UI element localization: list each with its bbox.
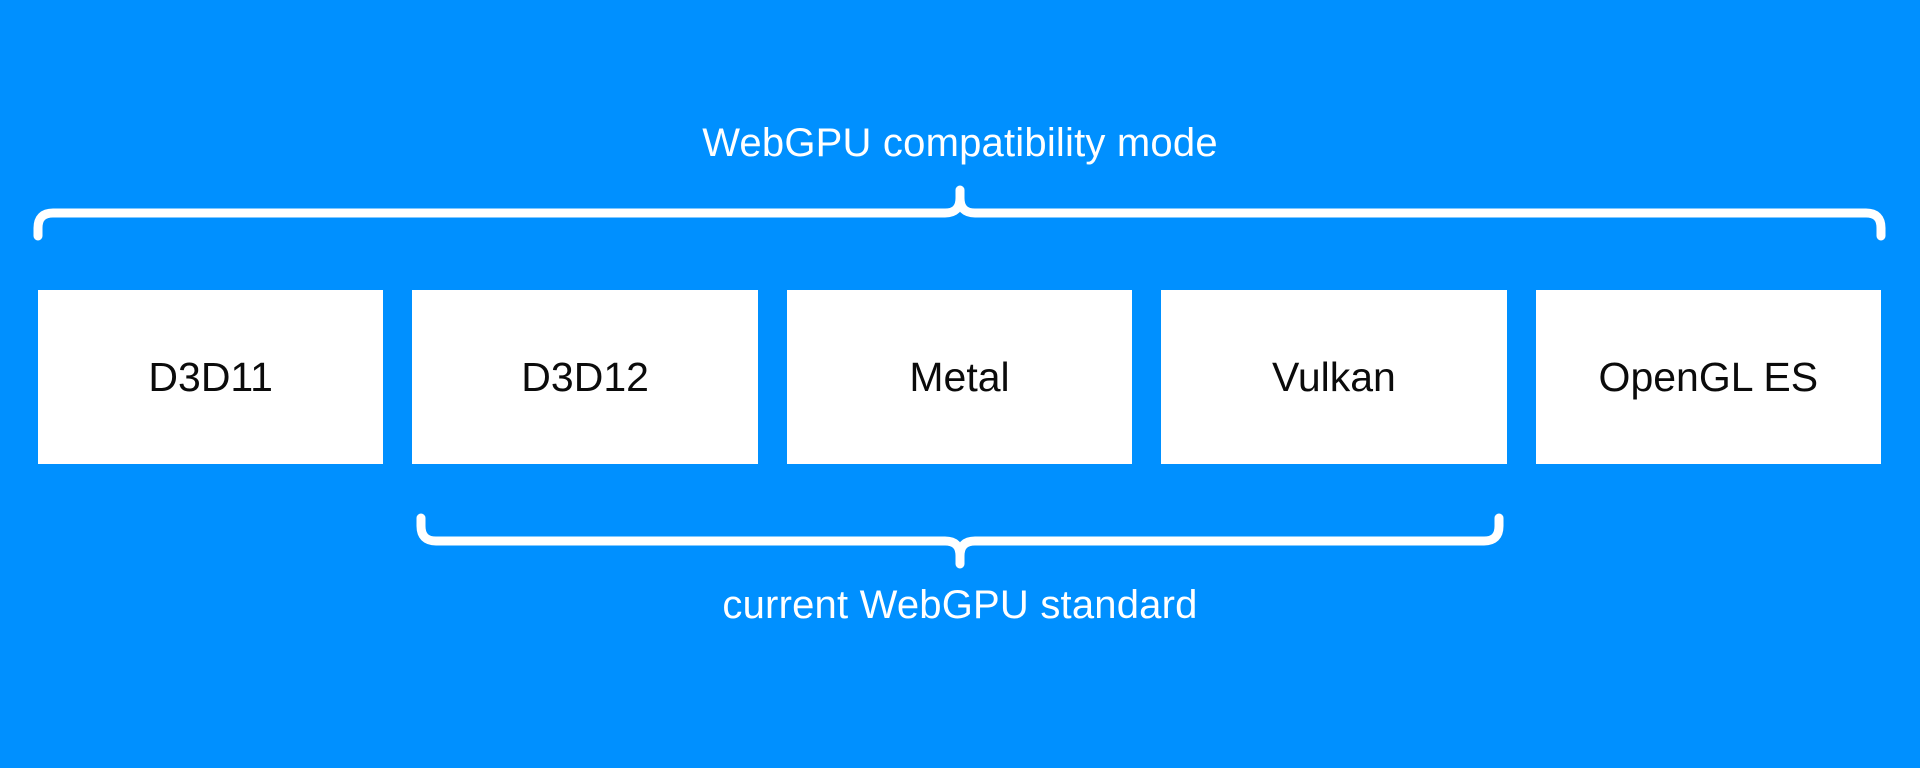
- api-box-label: Metal: [909, 353, 1010, 400]
- top-group-label: WebGPU compatibility mode: [702, 121, 1218, 165]
- api-box-vulkan[interactable]: Vulkan: [1161, 290, 1507, 464]
- api-box-label: D3D12: [521, 353, 649, 400]
- api-box-d3d11[interactable]: D3D11: [38, 290, 384, 464]
- api-box-label: Vulkan: [1272, 353, 1396, 400]
- api-box-d3d12[interactable]: D3D12: [412, 290, 758, 464]
- api-box-row: D3D11 D3D12 Metal Vulkan OpenGL ES: [38, 290, 1882, 464]
- bottom-group-label: current WebGPU standard: [722, 583, 1198, 627]
- api-box-label: OpenGL ES: [1598, 353, 1819, 400]
- api-box-label: D3D11: [148, 353, 273, 400]
- api-box-opengl-es[interactable]: OpenGL ES: [1535, 290, 1882, 464]
- api-box-metal[interactable]: Metal: [786, 290, 1133, 464]
